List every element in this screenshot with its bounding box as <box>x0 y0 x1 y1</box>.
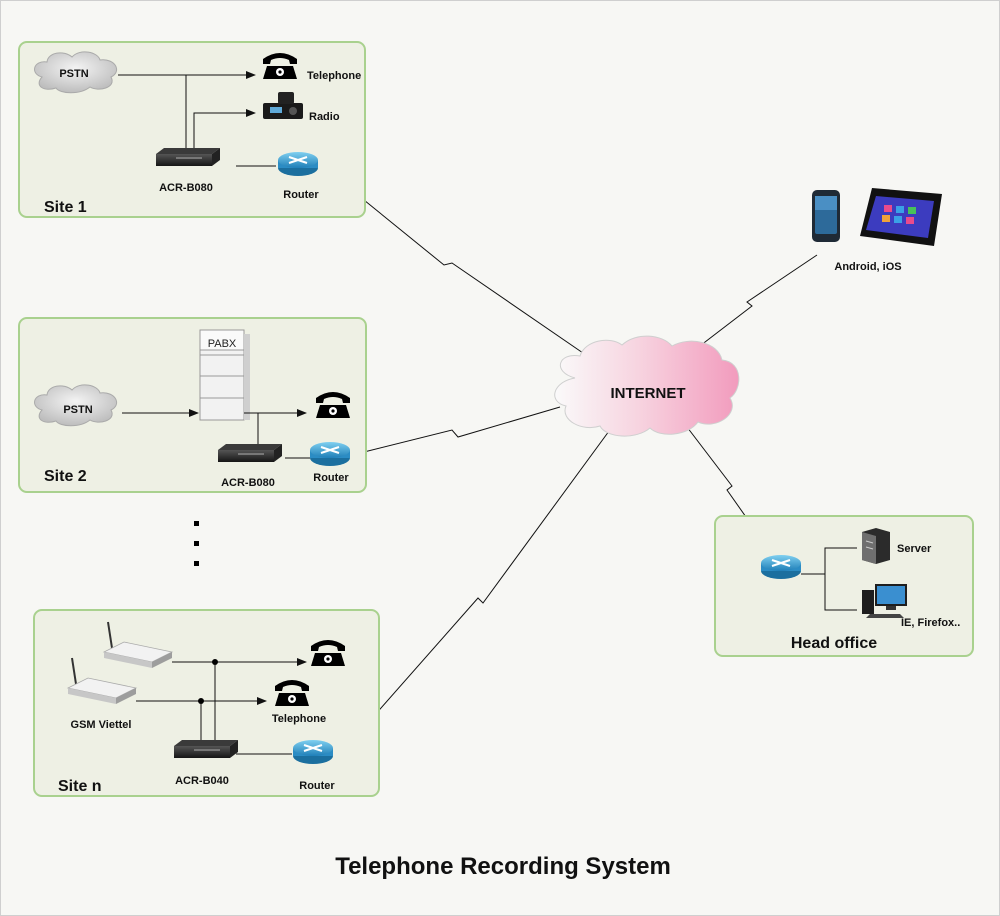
junction-dot <box>212 659 218 665</box>
telephone-icon <box>263 53 297 79</box>
server-label: Server <box>897 543 932 555</box>
site-2-panel: PSTN PABX ACR-B080 Router Site 2 <box>18 317 367 493</box>
link-site1-internet <box>342 182 584 354</box>
server-icon <box>862 528 890 564</box>
router-icon <box>277 151 319 177</box>
site1-lines <box>118 71 276 167</box>
recorder-device-icon <box>156 148 220 166</box>
site2-lines <box>122 409 310 459</box>
more-sites-ellipsis <box>194 521 199 566</box>
link-siten-internet <box>343 426 613 751</box>
gsm-label: GSM Viettel <box>71 719 132 731</box>
internet-cloud: INTERNET <box>554 335 740 437</box>
pabx-label: PABX <box>208 338 237 350</box>
siten-recorder-label: ACR-B040 <box>175 775 229 787</box>
pabx-icon <box>199 329 250 421</box>
cloud-icon <box>34 51 118 94</box>
junction-dot <box>198 698 204 704</box>
router-icon <box>760 554 802 580</box>
siten-title: Site n <box>58 778 102 795</box>
site1-title: Site 1 <box>44 199 87 216</box>
recorder-device-icon <box>218 444 282 462</box>
site1-pstn-label: PSTN <box>59 68 88 80</box>
siten-router-label: Router <box>299 780 335 792</box>
link-mobile-internet <box>691 254 818 353</box>
head-office-panel: Server IE, Firefox.. Head office <box>714 515 974 657</box>
router-icon <box>309 441 351 467</box>
head-office-title: Head office <box>791 635 877 652</box>
mobile-label: Android, iOS <box>834 261 901 273</box>
site1-router-label: Router <box>283 189 319 201</box>
site-1-panel: PSTN Telephone Radio ACR-B080 Router Sit… <box>18 41 366 218</box>
headoffice-lines <box>801 547 857 611</box>
siten-telephone-label: Telephone <box>272 713 326 725</box>
telephone-icon <box>316 392 350 418</box>
site1-radio-label: Radio <box>309 111 340 123</box>
site2-pstn-label: PSTN <box>63 404 92 416</box>
site1-telephone-label: Telephone <box>307 70 361 82</box>
mobile-devices: Android, iOS <box>812 188 942 273</box>
wan-links <box>342 182 818 751</box>
cloud-icon <box>34 384 118 427</box>
workstation-icon <box>862 584 907 618</box>
router-icon <box>292 739 334 765</box>
diagram-title: Telephone Recording System <box>335 853 671 880</box>
site2-router-label: Router <box>313 472 349 484</box>
internet-label: INTERNET <box>611 385 686 402</box>
link-site2-internet <box>351 406 561 456</box>
telephone-icon <box>311 640 345 666</box>
radio-icon <box>263 92 303 119</box>
tablet-icon <box>860 188 942 246</box>
site2-recorder-label: ACR-B080 <box>221 477 275 489</box>
site2-title: Site 2 <box>44 468 87 485</box>
telephone-icon <box>275 680 309 706</box>
browser-label: IE, Firefox.. <box>901 617 960 629</box>
recorder-device-icon <box>174 740 238 758</box>
smartphone-icon <box>812 190 840 242</box>
site-n-panel: GSM Viettel Telephone ACR-B040 Router Si… <box>33 609 380 797</box>
site1-recorder-label: ACR-B080 <box>159 182 213 194</box>
